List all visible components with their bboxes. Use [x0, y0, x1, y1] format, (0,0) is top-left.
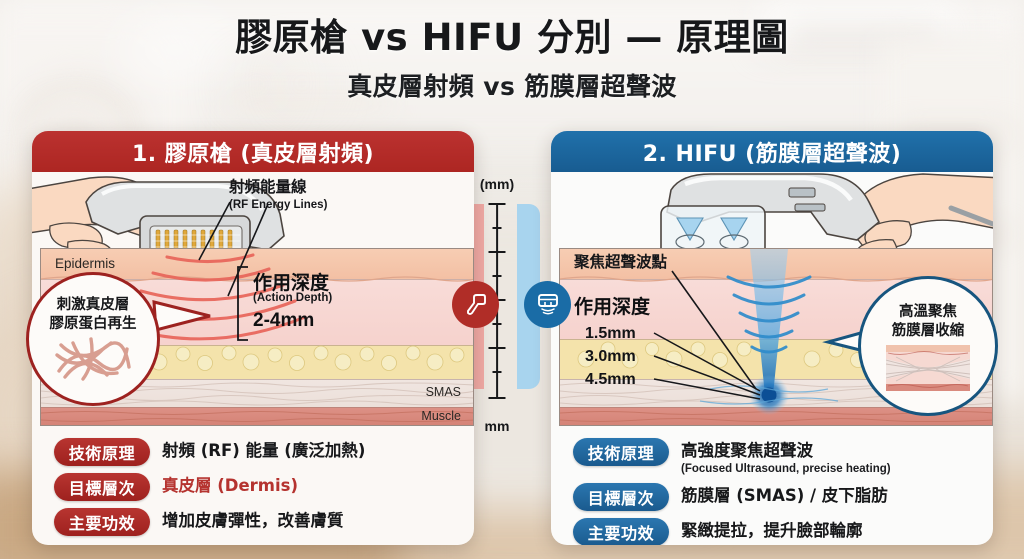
info-row: 目標層次 筋膜層 (SMAS) / 皮下脂肪	[573, 483, 979, 512]
page-title: 膠原槍 vs HIFU 分別 — 原理圖	[235, 16, 789, 59]
ruler-bottom-label: mm	[484, 418, 510, 434]
info-row: 主要功效 緊緻提拉，提升臉部輪廓	[573, 518, 979, 545]
row-subvalue-technology: (Focused Ultrasound, precise heating)	[681, 462, 891, 475]
hifu-focus-point-label: 聚焦超聲波點	[574, 253, 668, 271]
smas-contraction-illustration	[886, 345, 970, 392]
action-depth-label-en: (Action Depth)	[253, 292, 333, 304]
rf-energy-label-cn: 射頻能量線	[229, 178, 307, 196]
rf-handpiece-icon	[452, 281, 499, 328]
row-value-main-effect: 緊緻提拉，提升臉部輪廓	[681, 521, 863, 541]
row-value-technology: 射頻 (RF) 能量 (廣泛加熱)	[162, 441, 366, 460]
row-value-technology: 高強度聚焦超聲波	[681, 441, 813, 460]
hifu-depth-3: 4.5mm	[585, 371, 636, 388]
hifu-transducer-handpiece-icon	[660, 173, 993, 266]
hifu-action-depth-label: 作用深度	[574, 296, 651, 318]
hifu-handpiece-icon	[524, 281, 571, 328]
collagen-fibers-illustration	[55, 337, 131, 381]
info-row: 主要功效 增加皮膚彈性，改善膚質	[54, 508, 460, 536]
row-value-target-layer: 筋膜層 (SMAS) / 皮下脂肪	[681, 486, 888, 506]
title-block: 膠原槍 vs HIFU 分別 — 原理圖 真皮層射頻 vs 筋膜層超聲波	[0, 16, 1024, 103]
callout-smas-contraction: 高溫聚焦 筋膜層收縮	[858, 276, 998, 416]
callout-line-1: 高溫聚焦	[899, 304, 957, 320]
layer-label-smas: SMAS	[425, 385, 461, 399]
layer-label-epidermis: Epidermis	[55, 256, 116, 271]
row-label-technology: 技術原理	[54, 438, 150, 466]
hifu-info-rows: 技術原理 高強度聚焦超聲波 (Focused Ultrasound, preci…	[551, 430, 993, 545]
panel-hifu-header: 2. HIFU (筋膜層超聲波)	[551, 131, 993, 172]
rf-energy-label-en: (RF Energy Lines)	[229, 199, 328, 211]
info-row: 目標層次 真皮層 (Dermis)	[54, 473, 460, 501]
layer-label-muscle: Muscle	[421, 409, 461, 423]
hifu-depth-2: 3.0mm	[585, 348, 636, 365]
row-label-technology: 技術原理	[573, 438, 669, 466]
panel-collagen-gun-header: 1. 膠原槍 (真皮層射頻)	[32, 131, 474, 172]
hifu-depth-1: 1.5mm	[585, 325, 636, 342]
callout-line-1: 刺激真皮層	[56, 297, 130, 313]
info-row: 技術原理 射頻 (RF) 能量 (廣泛加熱)	[54, 438, 460, 466]
page-subtitle: 真皮層射頻 vs 筋膜層超聲波	[347, 71, 677, 101]
callout-collagen-regeneration: 刺激真皮層 膠原蛋白再生	[26, 272, 160, 406]
row-value-target-layer: 真皮層 (Dermis)	[162, 476, 299, 495]
row-label-main-effect: 主要功效	[54, 508, 150, 536]
row-label-target-layer: 目標層次	[54, 473, 150, 501]
action-depth-value: 2-4mm	[253, 310, 315, 331]
collagen-gun-info-rows: 技術原理 射頻 (RF) 能量 (廣泛加熱) 目標層次 真皮層 (Dermis)…	[32, 430, 474, 545]
info-row: 技術原理 高強度聚焦超聲波 (Focused Ultrasound, preci…	[573, 438, 979, 476]
row-label-target-layer: 目標層次	[573, 483, 669, 512]
row-label-main-effect: 主要功效	[573, 518, 669, 545]
ruler-top-label: (mm)	[479, 176, 515, 192]
row-value-main-effect: 增加皮膚彈性，改善膚質	[162, 511, 344, 530]
callout-pointer-left	[152, 300, 211, 332]
action-depth-label-cn: 作用深度	[253, 272, 330, 294]
callout-line-2: 筋膜層收縮	[891, 322, 965, 339]
callout-line-2: 膠原蛋白再生	[49, 315, 137, 332]
